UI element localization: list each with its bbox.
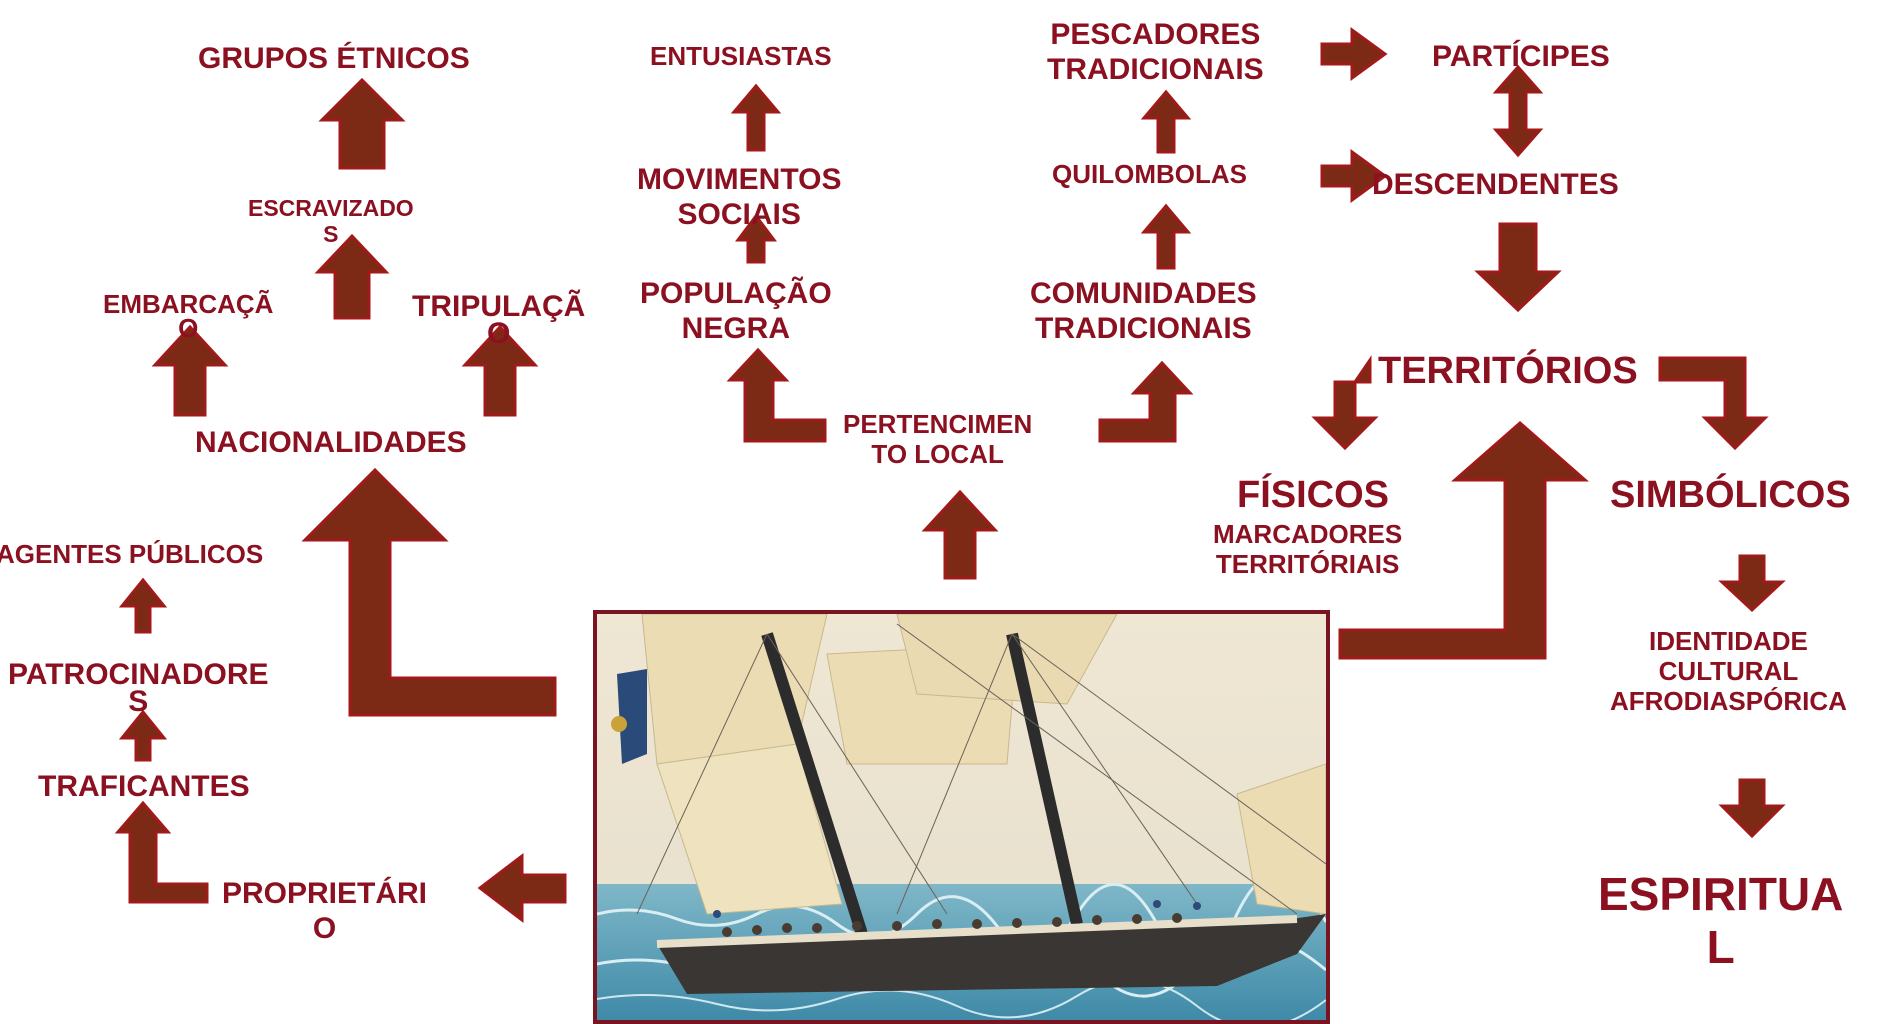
- arrow-to-pescadores: [1140, 89, 1192, 154]
- arrow-ship-to-territorios: [1338, 421, 1589, 660]
- arrow-ship-to-nacionalidades: [301, 467, 557, 717]
- arrow-to-movimentos: [735, 213, 777, 264]
- arrow-to-escravizados: [314, 233, 390, 320]
- arrow-pertencimento-to-populacao: [726, 347, 827, 443]
- arrow-to-simbolicos: [1658, 356, 1769, 451]
- arrow-proprietario-to-traficantes: [114, 800, 209, 904]
- arrow-to-espiritual: [1718, 778, 1786, 839]
- node-territorios: TERRITÓRIOS: [1378, 350, 1638, 392]
- node-traficantes: TRAFICANTES: [38, 770, 250, 803]
- arrow-to-identidade: [1718, 554, 1786, 613]
- arrow-to-territorios: [1474, 222, 1562, 313]
- arrow-to-entusiastas: [730, 83, 782, 152]
- arrow-participes-descendentes: [1492, 64, 1544, 158]
- arrow-to-descendentes: [1320, 149, 1388, 203]
- arrow-pertencimento-to-comunidades: [1098, 360, 1194, 443]
- node-agentes-publicos: AGENTES PÚBLICOS: [0, 539, 264, 569]
- arrow-to-agentes-publicos: [118, 577, 168, 634]
- arrow-nacionalidades-to-embarcacao: [151, 324, 229, 417]
- arrow-to-fisicos: [1311, 355, 1379, 451]
- node-grupos-etnicos: GRUPOS ÉTNICOS: [198, 42, 470, 75]
- ship-painting: [593, 610, 1330, 1024]
- node-participes: PARTÍCIPES: [1432, 40, 1610, 73]
- node-entusiastas: ENTUSIASTAS: [650, 41, 832, 71]
- arrow-to-participes: [1320, 27, 1388, 81]
- node-quilombolas: QUILOMBOLAS: [1052, 159, 1247, 189]
- node-fisicos: FÍSICOS: [1237, 474, 1390, 516]
- node-simbolicos: SIMBÓLICOS: [1610, 474, 1851, 516]
- ship-illustration: [597, 614, 1326, 1020]
- arrow-to-grupos-etnicos: [318, 77, 406, 170]
- arrow-ship-to-proprietario: [477, 852, 567, 924]
- arrow-nacionalidades-to-tripulacao: [461, 324, 539, 417]
- arrow-ship-to-pertencimento: [921, 489, 999, 580]
- node-descendentes: DESCENDENTES: [1372, 168, 1619, 201]
- node-nacionalidades: NACIONALIDADES: [195, 426, 467, 459]
- arrow-to-quilombolas: [1140, 203, 1192, 270]
- arrow-to-patrocinadores: [118, 709, 168, 762]
